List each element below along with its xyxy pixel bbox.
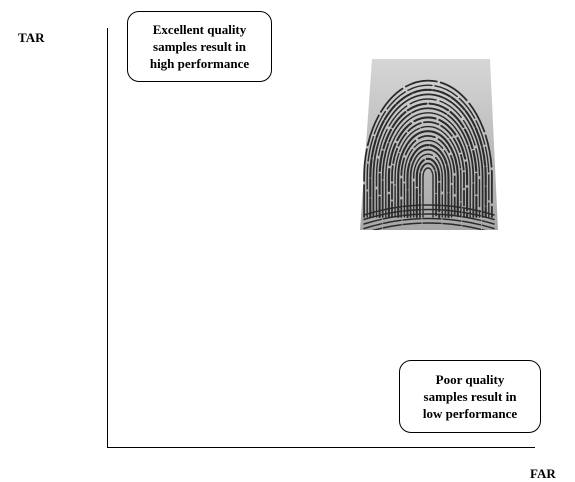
fingerprint-ridge xyxy=(363,217,495,230)
x-axis-label: FAR xyxy=(530,466,556,481)
fingerprint-ridge xyxy=(369,88,487,219)
x-axis-line xyxy=(107,447,535,448)
fingerprint-ridge xyxy=(385,112,471,218)
fingerprint-ridge xyxy=(381,107,475,218)
fingerprint-ridge xyxy=(363,204,495,216)
fingerprint-ridge xyxy=(375,98,481,218)
fingerprint-ridge xyxy=(413,153,443,218)
fingerprint-ridge xyxy=(363,213,495,225)
fingerprint-ridge xyxy=(406,143,450,219)
fingerprint-ridge xyxy=(415,157,441,219)
callout-top-line-2: samples result in xyxy=(153,39,246,54)
callout-top-line-3: high performance xyxy=(149,56,250,71)
fingerprint-ridge xyxy=(371,222,487,230)
y-axis-label: TAR xyxy=(18,30,45,45)
fingerprint-ridge xyxy=(366,84,490,218)
fingerprint-ridge xyxy=(403,139,453,218)
fingerprint-ridge xyxy=(397,130,459,219)
callout-top-line-1: Excellent quality xyxy=(152,22,247,37)
high-performance-callout: Excellent quality samples result in high… xyxy=(127,11,272,82)
fingerprint-ridge xyxy=(394,125,462,218)
fingerprint-ridge xyxy=(363,79,493,218)
fingerprint-ridge xyxy=(372,93,484,218)
y-axis-line xyxy=(107,28,108,448)
fingerprint-ridge xyxy=(387,116,469,219)
fingerprint-ridge xyxy=(422,167,434,218)
fingerprint-ridge xyxy=(400,135,456,218)
fingerprint-ridge xyxy=(391,121,465,218)
callout-bottom-line-3: low performance xyxy=(422,406,518,421)
callout-bottom-line-1: Poor quality xyxy=(435,372,505,387)
callout-bottom-line-2: samples result in xyxy=(423,389,517,404)
fingerprint-ridge xyxy=(419,162,437,218)
fingerprint-ridge xyxy=(363,208,495,221)
fingerprint-ridge xyxy=(409,148,447,218)
fingerprint-image xyxy=(360,59,498,230)
low-performance-callout: Poor quality samples result in low perfo… xyxy=(399,360,541,433)
fingerprint-ridge xyxy=(378,102,478,219)
